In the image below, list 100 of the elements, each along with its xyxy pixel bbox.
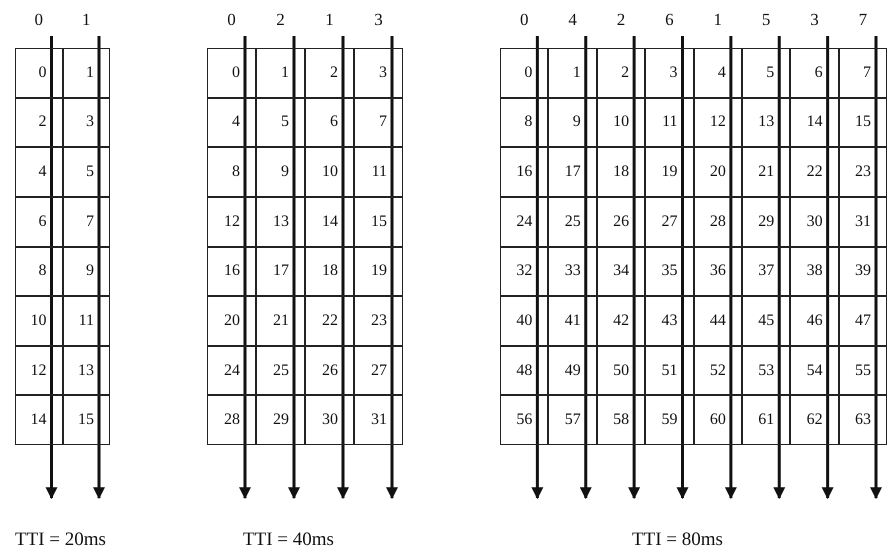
table-cell: 5	[62, 147, 110, 197]
table-cell: 26	[596, 196, 646, 246]
table-cell: 4	[207, 98, 256, 148]
table-cell: 24	[500, 196, 548, 246]
table-cell: 57	[548, 395, 597, 445]
column-header: 4	[567, 11, 578, 28]
table-cell: 55	[838, 346, 887, 396]
table-cell: 25	[548, 196, 597, 246]
table-cell: 28	[694, 196, 742, 246]
table-cell: 29	[742, 196, 790, 246]
table-cell: 2	[596, 48, 646, 98]
table-cell: 9	[548, 98, 597, 148]
column-header: 0	[518, 11, 530, 28]
table-cell: 25	[256, 346, 305, 396]
table-cell: 17	[548, 147, 597, 197]
table-cell: 46	[790, 296, 839, 346]
column-header: 1	[81, 11, 92, 28]
table-cell: 11	[645, 98, 694, 148]
table-cell: 20	[207, 296, 256, 346]
table-cell: 50	[596, 346, 646, 396]
table-cell: 19	[645, 147, 694, 197]
table-cell: 28	[207, 395, 256, 445]
table-cell: 9	[256, 147, 305, 197]
table-cell: 30	[305, 395, 354, 445]
table-cell: 26	[305, 346, 354, 396]
column-header: 0	[34, 11, 44, 28]
table-cell: 6	[790, 48, 839, 98]
table-cell: 23	[838, 147, 887, 197]
table-cell: 63	[838, 395, 887, 445]
table-cell: 35	[645, 246, 694, 296]
table-cell: 19	[354, 246, 403, 296]
caption: TTI = 20ms	[15, 530, 106, 549]
table-cell: 12	[15, 346, 62, 396]
table-cell: 3	[62, 98, 110, 148]
table-cell: 51	[645, 346, 694, 396]
table-cell: 9	[62, 246, 110, 296]
table-cell: 0	[15, 48, 62, 98]
table-cell: 1	[256, 48, 305, 98]
table-cell: 56	[500, 395, 548, 445]
table-cell: 11	[62, 296, 110, 346]
table-cell: 58	[596, 395, 646, 445]
table-cell: 6	[15, 196, 62, 246]
table-cell: 14	[305, 196, 354, 246]
table-cell: 7	[838, 48, 887, 98]
table-cell: 6	[305, 98, 354, 148]
table-cell: 41	[548, 296, 597, 346]
table-cell: 22	[790, 147, 839, 197]
table-cell: 0	[500, 48, 548, 98]
column-header: 0	[226, 11, 237, 28]
table-cell: 4	[694, 48, 742, 98]
table-cell: 14	[790, 98, 839, 148]
table-cell: 31	[354, 395, 403, 445]
column-header: 1	[324, 11, 335, 28]
table-cell: 18	[305, 246, 354, 296]
table-cell: 24	[207, 346, 256, 396]
table-cell: 23	[354, 296, 403, 346]
table-cell: 13	[62, 346, 110, 396]
table-cell: 40	[500, 296, 548, 346]
column-header: 3	[373, 11, 384, 28]
table-cell: 53	[742, 346, 790, 396]
table-cell: 54	[790, 346, 839, 396]
table-cell: 10	[596, 98, 646, 148]
table-cell: 8	[15, 246, 62, 296]
table-cell: 13	[742, 98, 790, 148]
table-cell: 12	[694, 98, 742, 148]
table-cell: 34	[596, 246, 646, 296]
table-cell: 21	[256, 296, 305, 346]
table-cell: 12	[207, 196, 256, 246]
table-cell: 61	[742, 395, 790, 445]
table-cell: 43	[645, 296, 694, 346]
column-header: 6	[664, 11, 675, 28]
table-cell: 1	[62, 48, 110, 98]
table-cell: 17	[256, 246, 305, 296]
column-header: 3	[809, 11, 820, 28]
table-cell: 8	[500, 98, 548, 148]
table-cell: 29	[256, 395, 305, 445]
table-cell: 30	[790, 196, 839, 246]
table-cell: 15	[62, 395, 110, 445]
table-cell: 33	[548, 246, 597, 296]
table-cell: 7	[62, 196, 110, 246]
table-cell: 5	[742, 48, 790, 98]
table-cell: 27	[354, 346, 403, 396]
table-cell: 39	[838, 246, 887, 296]
table-cell: 10	[15, 296, 62, 346]
table-cell: 37	[742, 246, 790, 296]
table-cell: 11	[354, 147, 403, 197]
table-cell: 14	[15, 395, 62, 445]
table-cell: 2	[15, 98, 62, 148]
table-cell: 45	[742, 296, 790, 346]
table-cell: 15	[838, 98, 887, 148]
table-cell: 31	[838, 196, 887, 246]
table-cell: 27	[645, 196, 694, 246]
table-cell: 44	[694, 296, 742, 346]
table-cell: 13	[256, 196, 305, 246]
column-header: 2	[616, 11, 626, 28]
table-cell: 5	[256, 98, 305, 148]
table-cell: 38	[790, 246, 839, 296]
table-cell: 32	[500, 246, 548, 296]
table-cell: 3	[354, 48, 403, 98]
table-cell: 3	[645, 48, 694, 98]
